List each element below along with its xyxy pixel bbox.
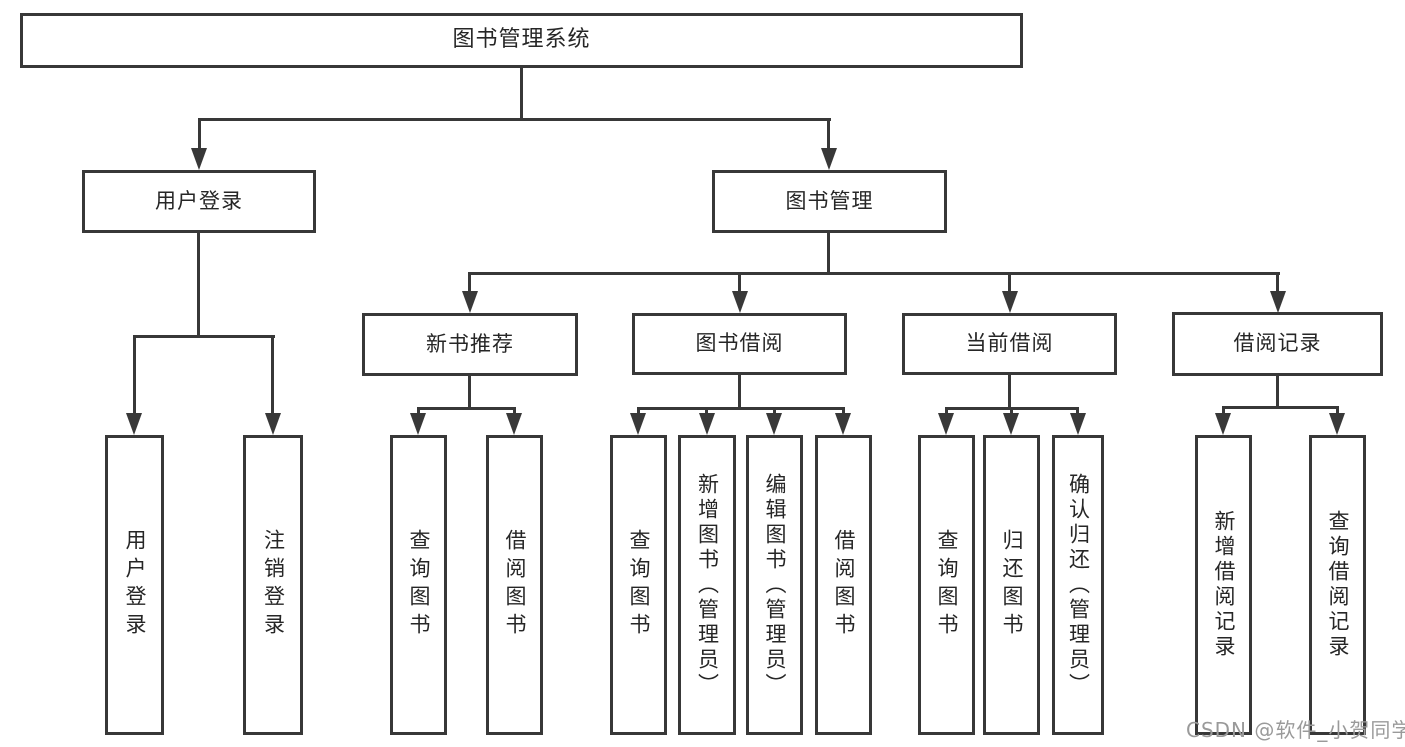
connector-line — [773, 407, 776, 415]
connector-line — [520, 68, 523, 118]
connector-line — [705, 407, 708, 415]
node-new-book-recommendation: 新书推荐 — [362, 313, 578, 376]
leaf-query-books-recommend: 查询图书 — [390, 435, 447, 735]
connector-line — [1222, 406, 1339, 409]
arrow-down-icon — [1003, 413, 1019, 435]
connector-line — [198, 118, 831, 121]
arrow-down-icon — [766, 413, 782, 435]
arrow-down-icon — [265, 413, 281, 435]
arrow-down-icon — [1215, 413, 1231, 435]
arrow-down-icon — [1270, 291, 1286, 313]
connector-line — [1276, 272, 1279, 292]
leaf-borrow-books: 借阅图书 — [815, 435, 872, 735]
leaf-edit-books-admin: 编辑图书（管理员） — [746, 435, 803, 735]
connector-line — [133, 335, 275, 338]
connector-line — [945, 407, 948, 415]
connector-line — [133, 335, 136, 415]
connector-line — [1222, 406, 1225, 415]
connector-line — [827, 233, 830, 272]
leaf-add-borrow-record: 新增借阅记录 — [1195, 435, 1252, 735]
connector-line — [469, 272, 1280, 275]
arrow-down-icon — [191, 148, 207, 170]
connector-line — [738, 272, 741, 292]
leaf-return-books: 归还图书 — [983, 435, 1040, 735]
leaf-add-books-admin: 新增图书（管理员） — [678, 435, 736, 735]
connector-line — [468, 376, 471, 407]
connector-line — [198, 118, 201, 150]
leaf-query-borrow-record: 查询借阅记录 — [1309, 435, 1366, 735]
arrow-down-icon — [821, 148, 837, 170]
arrow-down-icon — [1070, 413, 1086, 435]
connector-line — [197, 233, 200, 335]
connector-line — [513, 407, 516, 415]
connector-line — [637, 407, 640, 415]
connector-line — [468, 272, 471, 292]
connector-line — [738, 375, 741, 407]
arrow-down-icon — [630, 413, 646, 435]
connector-line — [1010, 407, 1013, 415]
connector-line — [842, 407, 845, 415]
leaf-logout: 注销登录 — [243, 435, 303, 735]
connector-line — [271, 335, 274, 415]
connector-line — [827, 118, 830, 150]
connector-line — [1008, 272, 1011, 292]
connector-line — [417, 407, 516, 410]
arrow-down-icon — [1002, 291, 1018, 313]
leaf-query-books-current: 查询图书 — [918, 435, 975, 735]
leaf-query-books-borrowing: 查询图书 — [610, 435, 667, 735]
connector-line — [417, 407, 420, 415]
arrow-down-icon — [126, 413, 142, 435]
connector-line — [637, 407, 845, 410]
connector-line — [1008, 375, 1011, 407]
connector-line — [1076, 407, 1079, 415]
arrow-down-icon — [699, 413, 715, 435]
arrow-down-icon — [410, 413, 426, 435]
arrow-down-icon — [835, 413, 851, 435]
csdn-watermark: CSDN @软件_小贺同学 — [1186, 718, 1405, 742]
node-book-borrowing: 图书借阅 — [632, 313, 847, 375]
node-current-borrowing: 当前借阅 — [902, 313, 1117, 375]
leaf-confirm-return-admin: 确认归还（管理员） — [1052, 435, 1104, 735]
connector-line — [1336, 406, 1339, 415]
arrow-down-icon — [462, 291, 478, 313]
arrow-down-icon — [506, 413, 522, 435]
leaf-borrow-books-recommend: 借阅图书 — [486, 435, 543, 735]
node-library-management-system: 图书管理系统 — [20, 13, 1023, 68]
node-borrowing-records: 借阅记录 — [1172, 312, 1383, 376]
arrow-down-icon — [732, 291, 748, 313]
node-book-management: 图书管理 — [712, 170, 947, 233]
arrow-down-icon — [1329, 413, 1345, 435]
leaf-user-login: 用户登录 — [105, 435, 164, 735]
connector-line — [1276, 376, 1279, 406]
node-user-login: 用户登录 — [82, 170, 316, 233]
arrow-down-icon — [938, 413, 954, 435]
